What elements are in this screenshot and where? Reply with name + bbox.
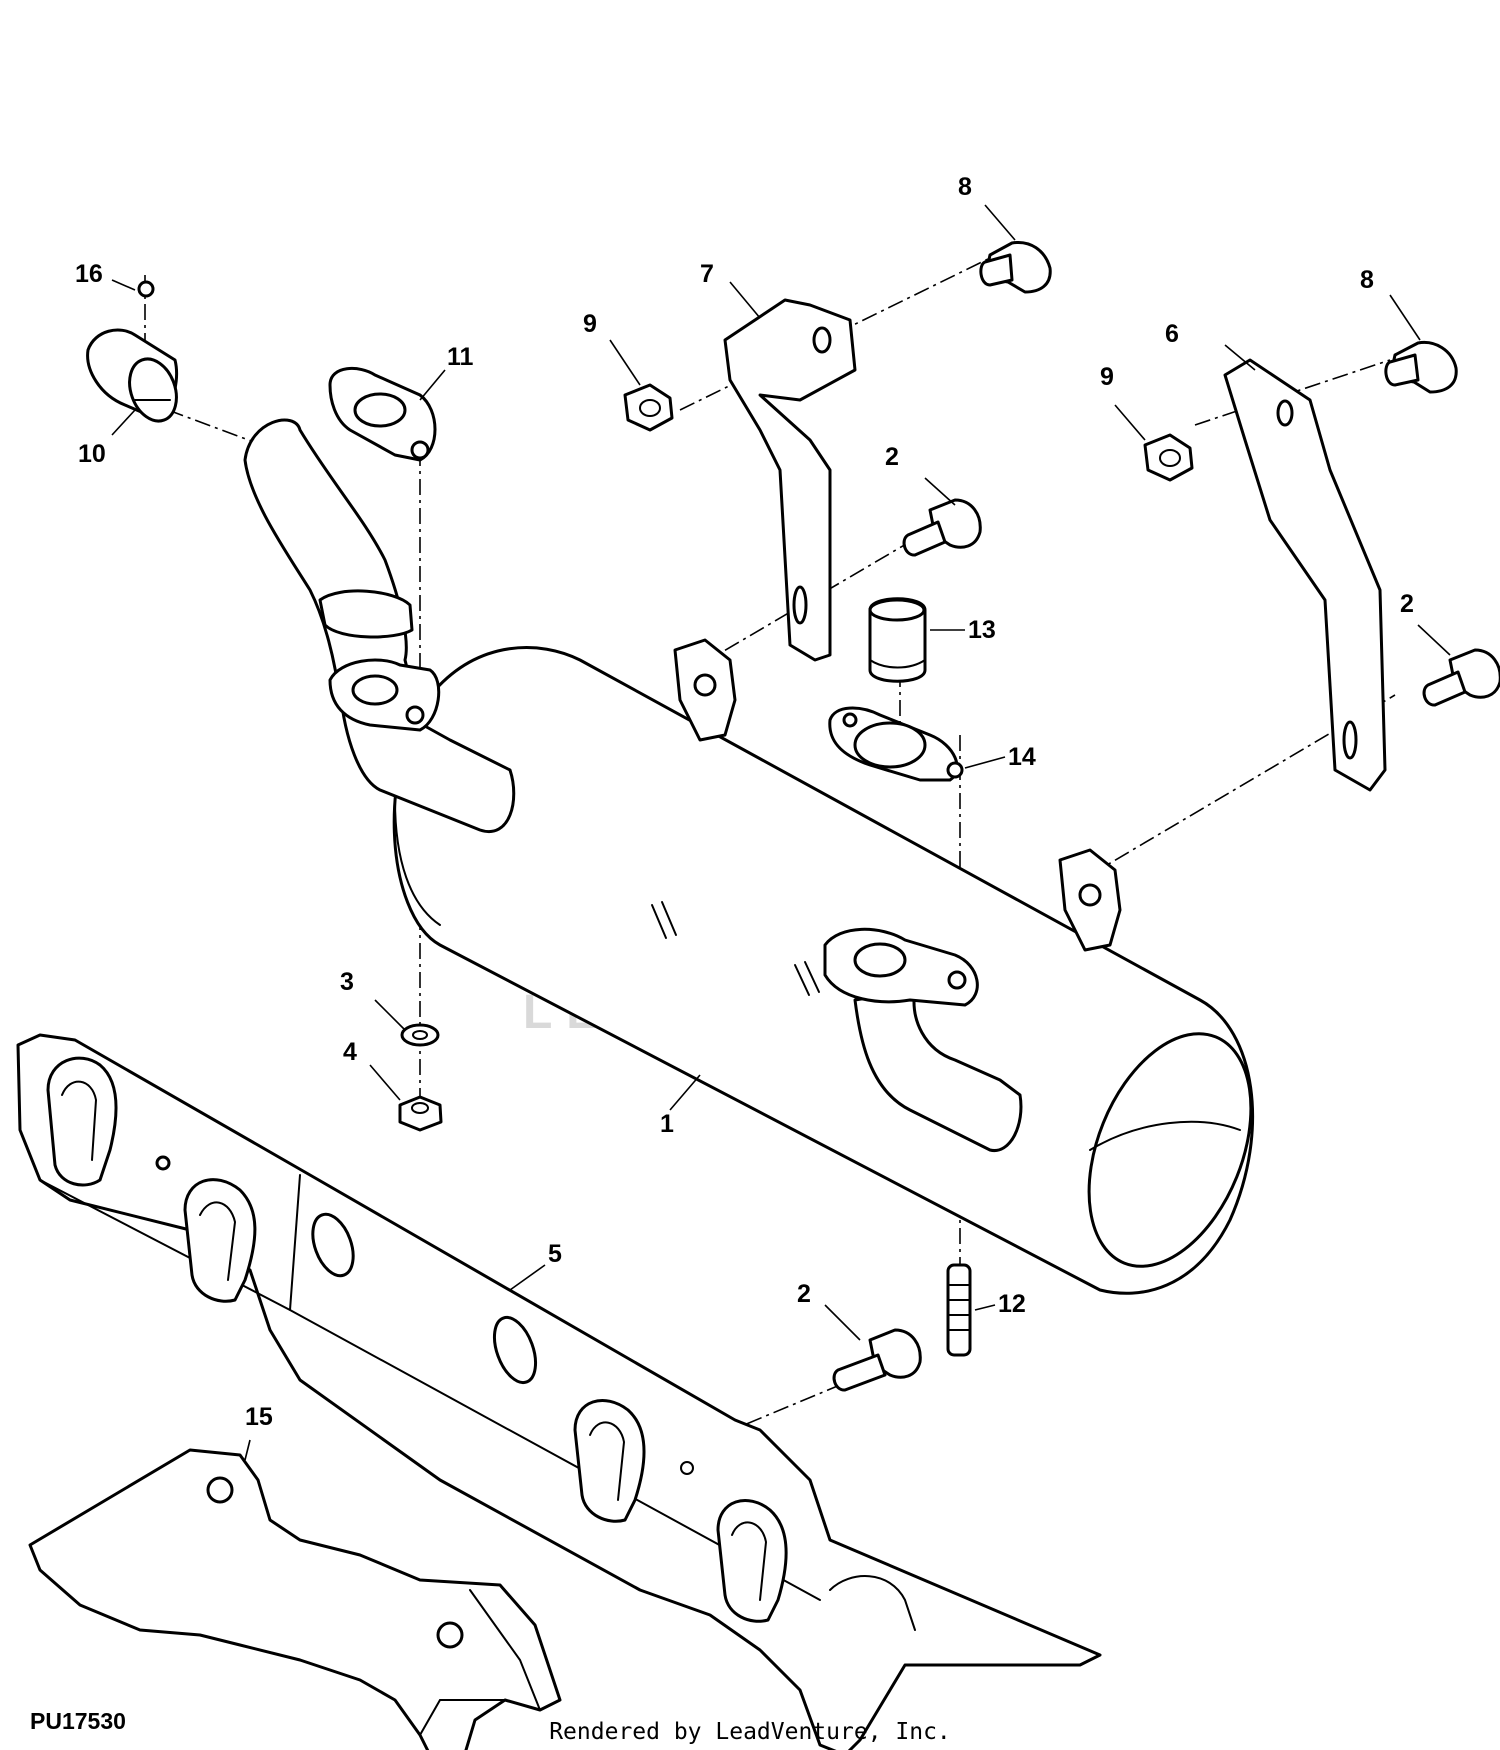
callout-9-left: 9 [583,310,597,338]
bracket-7 [723,298,857,662]
callout-3: 3 [340,968,354,996]
callout-10: 10 [78,440,106,468]
callout-6: 6 [1165,320,1179,348]
bolt-2-upper [902,498,982,557]
callout-7: 7 [700,260,714,288]
callout-2-right: 2 [1400,590,1414,618]
callout-8-left: 8 [958,173,972,201]
diagram-id-code: PU17530 [30,1708,126,1734]
heat-shield-5 [16,1033,1102,1750]
bolt-2-lower [832,1328,922,1392]
nut-9-left [623,383,674,432]
gasket-11 [328,366,437,462]
screw-16 [137,280,155,298]
callout-12: 12 [998,1290,1026,1318]
callout-4: 4 [343,1038,357,1066]
callout-11: 11 [447,343,474,371]
callout-5: 5 [548,1240,562,1268]
callout-16: 16 [75,260,103,288]
gasket-14 [828,706,964,782]
render-credit: Rendered by LeadVenture, Inc. [549,1719,951,1745]
callout-15: 15 [245,1403,273,1431]
bolt-2-right [1422,648,1500,707]
bracket-15 [28,1448,562,1750]
callout-14: 14 [1008,743,1036,771]
nut-9-right [1143,433,1194,482]
callout-2-lower: 2 [797,1280,811,1308]
callout-1: 1 [660,1110,674,1138]
tailpipe-tip-10 [86,328,179,423]
bracket-6 [1223,358,1387,792]
nut-4 [398,1095,443,1132]
callout-labels: 1 2 2 2 2 3 4 5 6 7 8 8 9 9 10 11 12 13 … [75,173,1414,1431]
callout-8-right: 8 [1360,266,1374,294]
callout-2-upper: 2 [885,443,899,471]
callout-13: 13 [968,616,996,644]
bolt-8-right [1384,340,1458,394]
muffler-1 [392,638,1254,1295]
washer-3 [400,1023,440,1047]
cap-13 [868,597,927,683]
stud-12 [946,1263,972,1357]
leader-lines [111,204,1451,1461]
outlet-flange [823,927,1023,1152]
bolt-8-left [979,240,1052,294]
inlet-pipe [243,418,516,834]
callout-9-right: 9 [1100,363,1114,391]
